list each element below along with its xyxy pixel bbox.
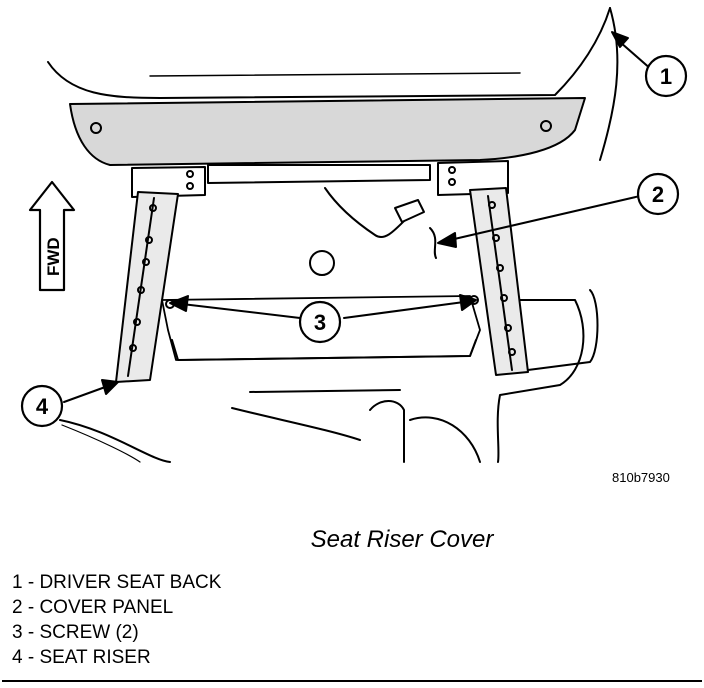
callout-2-number: 2 (652, 182, 664, 207)
cover-panel (161, 250, 481, 361)
callout-leaders (63, 31, 653, 403)
legend-item: 4 - SEAT RISER (12, 647, 151, 668)
callout-4-number: 4 (36, 394, 49, 419)
seat-cushion-frame (69, 97, 586, 184)
floor-console (59, 289, 599, 463)
legend-item: 2 - COVER PANEL (12, 597, 174, 618)
fwd-label: FWD (44, 237, 63, 276)
seat-riser-illustration: FWD 1 2 3 4 (20, 7, 688, 463)
bottom-divider (2, 680, 702, 682)
figure-caption: Seat Riser Cover (310, 526, 494, 553)
legend-item: 1 - DRIVER SEAT BACK (12, 572, 222, 593)
seat-brackets (131, 160, 509, 198)
right-seat-riser (469, 187, 529, 376)
legend-item: 3 - SCREW (2) (12, 622, 139, 643)
figure-code: 810b7930 (612, 470, 670, 485)
callout-circles (20, 54, 688, 428)
callout-1-number: 1 (660, 64, 672, 89)
driver-seat-back (47, 7, 619, 161)
left-seat-riser (115, 191, 179, 383)
legend-list: 1 - DRIVER SEAT BACK 2 - COVER PANEL 3 -… (12, 570, 221, 670)
wiring-harness (324, 187, 437, 259)
callout-3-number: 3 (314, 310, 326, 335)
forward-arrow-icon (28, 180, 76, 292)
